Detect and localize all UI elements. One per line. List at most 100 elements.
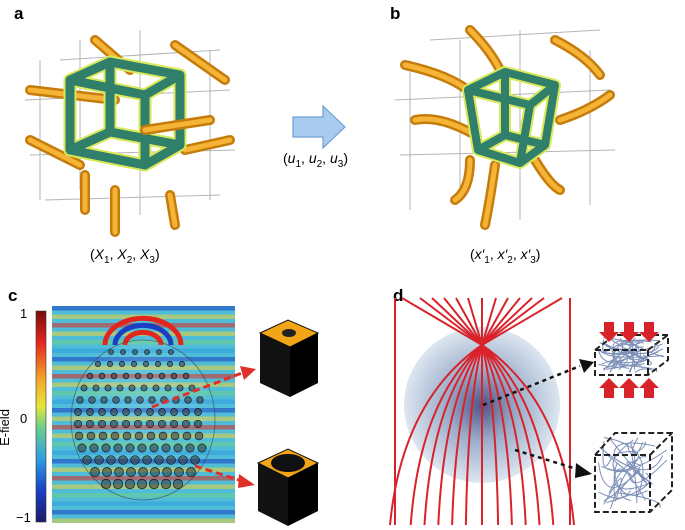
- colorbar-max: 1: [20, 306, 28, 321]
- hole: [110, 431, 120, 441]
- hole: [186, 467, 196, 477]
- hole: [130, 360, 138, 368]
- hole: [137, 443, 147, 453]
- hole: [134, 431, 144, 441]
- hole: [104, 384, 112, 392]
- hole: [157, 419, 167, 429]
- hole: [101, 443, 111, 453]
- hole: [110, 408, 118, 416]
- hole: [136, 396, 144, 404]
- hole: [158, 431, 168, 441]
- hole: [118, 455, 128, 465]
- caption-a: (X1, X2, X3): [90, 246, 160, 266]
- fiber: [600, 350, 664, 358]
- hole: [145, 419, 155, 429]
- hole: [120, 349, 126, 355]
- fiber: [613, 468, 646, 501]
- fiber: [613, 462, 650, 490]
- hole: [86, 372, 94, 380]
- hole: [85, 419, 95, 429]
- hole: [102, 467, 112, 477]
- focus-arc: [102, 315, 184, 346]
- hole: [92, 384, 100, 392]
- field-line-top: [443, 297, 483, 346]
- hole: [146, 408, 154, 416]
- fiber: [631, 437, 653, 484]
- hole: [128, 384, 136, 392]
- hole: [86, 408, 94, 416]
- hole: [160, 478, 172, 490]
- field-band: [52, 510, 235, 515]
- field-line-top: [481, 297, 545, 346]
- hole: [162, 467, 172, 477]
- field-line-bottom: [451, 344, 483, 526]
- field-line-top: [481, 297, 497, 346]
- hole: [140, 384, 148, 392]
- field-line-top: [455, 297, 483, 346]
- fiber: [611, 341, 645, 357]
- hole: [190, 455, 200, 465]
- hole: [100, 396, 108, 404]
- hole: [77, 443, 87, 453]
- fiber: [625, 339, 660, 346]
- hole: [134, 408, 142, 416]
- field-line-bottom: [481, 344, 541, 526]
- panel-letter-d: d: [393, 286, 404, 305]
- hole: [94, 360, 102, 368]
- caption-arrow: (u1, u2, u3): [283, 150, 348, 170]
- field-band: [52, 306, 235, 311]
- fiber: [603, 437, 644, 498]
- field-band: [52, 501, 235, 506]
- fiber: [606, 354, 648, 370]
- fiber: [634, 368, 652, 374]
- hole: [188, 384, 196, 392]
- fiber: [603, 342, 632, 351]
- hole: [98, 408, 106, 416]
- hole: [122, 372, 130, 380]
- field-line-bottom: [481, 344, 500, 526]
- hole: [182, 372, 190, 380]
- hole: [166, 455, 176, 465]
- hole: [121, 419, 131, 429]
- hole: [122, 431, 132, 441]
- hole: [173, 443, 183, 453]
- hole: [194, 408, 202, 416]
- fiber: [598, 490, 631, 499]
- hole: [112, 396, 120, 404]
- hole: [86, 431, 96, 441]
- hole: [181, 419, 191, 429]
- hole: [122, 408, 130, 416]
- hole: [76, 396, 84, 404]
- hole: [125, 443, 135, 453]
- hole: [158, 372, 166, 380]
- hole: [118, 360, 126, 368]
- hole: [158, 408, 166, 416]
- field-line-bottom: [437, 344, 483, 526]
- field-line-top: [481, 297, 563, 346]
- panel-letter-c: c: [8, 286, 18, 305]
- fiber: [606, 472, 651, 504]
- hole: [182, 431, 192, 441]
- hole: [89, 443, 99, 453]
- hole: [133, 419, 143, 429]
- hole: [90, 467, 100, 477]
- hole: [142, 360, 150, 368]
- hole: [74, 431, 84, 441]
- hole: [178, 455, 188, 465]
- hole: [97, 419, 107, 429]
- hole: [82, 455, 92, 465]
- hole: [146, 431, 156, 441]
- fiber: [619, 353, 639, 369]
- field-line-bottom: [481, 344, 513, 526]
- hole: [156, 349, 162, 355]
- hole: [170, 408, 178, 416]
- hole: [166, 360, 174, 368]
- hole: [174, 467, 184, 477]
